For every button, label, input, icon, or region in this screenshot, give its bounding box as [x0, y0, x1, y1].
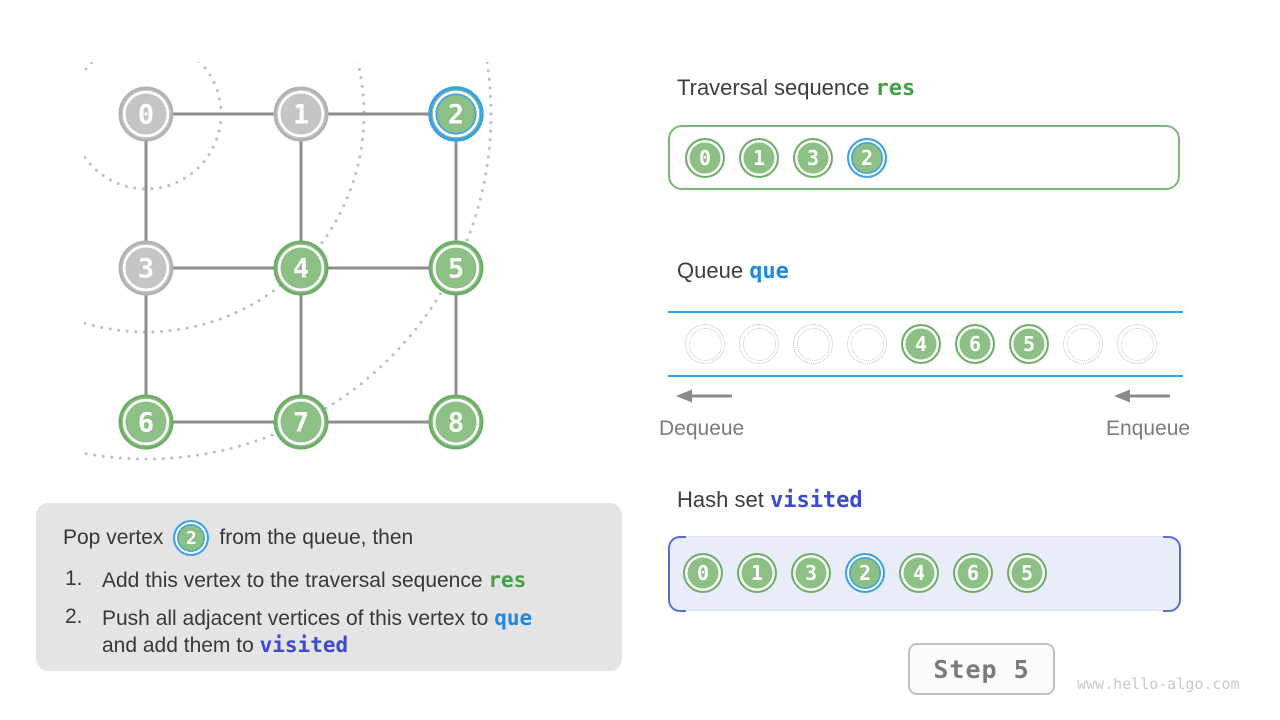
- step-number: 2.: [65, 605, 83, 628]
- step-text: Add this vertex to the traversal sequenc…: [102, 567, 526, 594]
- explanation-step-1: 1. Add this vertex to the traversal seque…: [65, 567, 606, 594]
- res-item-1: 1: [739, 137, 779, 178]
- svg-text:3: 3: [138, 254, 154, 285]
- code-ref-res: res: [488, 568, 527, 592]
- dequeue-label: Dequeue: [659, 417, 745, 440]
- circle-label: 6: [966, 560, 980, 585]
- queue-item-5: 5: [1009, 324, 1049, 364]
- circle-label: 1: [752, 145, 766, 170]
- graph-vertex-0: 0: [118, 86, 174, 142]
- visited-section-header: Hash set visited: [677, 487, 863, 513]
- circle-label: 4: [912, 560, 926, 585]
- pop-suffix-text: from the queue, then: [219, 526, 414, 549]
- traversal-sequence-box: 0 1 3 2: [668, 125, 1180, 190]
- visited-hash-set-box: 0 1 3 2 4 6 5: [667, 535, 1181, 612]
- pop-prefix-text: Pop vertex: [63, 526, 164, 549]
- svg-text:6: 6: [138, 408, 154, 439]
- queue-item-6: 6: [955, 324, 995, 364]
- queue-title: Queue: [677, 258, 744, 283]
- queue-empty-slot-3: [847, 324, 887, 364]
- svg-text:0: 0: [138, 100, 154, 131]
- step-number: 1.: [65, 567, 83, 590]
- visited-item-0: 0: [683, 552, 723, 593]
- visited-item-3: 3: [791, 552, 831, 593]
- circle-label: 0: [696, 560, 710, 585]
- visited-title: Hash set: [677, 487, 764, 512]
- circle-label: 2: [860, 145, 874, 170]
- visited-item-6: 6: [953, 552, 993, 593]
- circle-label: 2: [858, 560, 872, 585]
- circle-label: 4: [914, 332, 928, 356]
- traversal-section-header: Traversal sequence res: [677, 75, 915, 101]
- code-ref-visited: visited: [259, 633, 349, 657]
- graph-vertex-5: 5: [428, 240, 484, 296]
- svg-text:2: 2: [448, 100, 464, 131]
- graph-vertex-7: 7: [273, 394, 329, 450]
- queue-lane: 4 6 5: [668, 311, 1183, 377]
- step-text-fragment: and add them to: [102, 634, 260, 657]
- circle-label: 3: [804, 560, 818, 585]
- graph-vertex-1: 1: [273, 86, 329, 142]
- visited-item-4: 4: [899, 552, 939, 593]
- svg-text:8: 8: [448, 408, 464, 439]
- popped-vertex-badge: 2: [173, 520, 210, 556]
- svg-text:5: 5: [448, 254, 464, 285]
- graph-vertex-3: 3: [118, 240, 174, 296]
- svg-text:4: 4: [293, 254, 309, 285]
- circle-label: 3: [806, 145, 820, 170]
- circle-label: 1: [750, 560, 764, 585]
- circle-label: 6: [968, 332, 982, 356]
- queue-var-name: que: [749, 259, 789, 284]
- graph-canvas: 0 1 2 3 4 5 6 7 8: [84, 62, 493, 461]
- popped-vertex-label: 2: [185, 527, 197, 549]
- res-item-0: 0: [685, 137, 725, 178]
- graph-vertex-8: 8: [428, 394, 484, 450]
- explanation-step-2: 2. Push all adjacent vertices of this ver…: [65, 605, 606, 659]
- queue-empty-slot-1: [739, 324, 779, 364]
- queue-empty-slot-0: [685, 324, 725, 364]
- queue-empty-slot-7: [1063, 324, 1103, 364]
- step-indicator-button[interactable]: Step 5: [908, 643, 1055, 695]
- enqueue-arrow-icon: [1114, 389, 1170, 403]
- enqueue-label: Enqueue: [1106, 417, 1191, 440]
- graph-vertex-6: 6: [118, 394, 174, 450]
- queue-item-4: 4: [901, 324, 941, 364]
- dequeue-arrow-icon: [676, 389, 732, 403]
- graph-vertex-2: 2: [428, 86, 484, 142]
- circle-label: 5: [1022, 332, 1036, 356]
- circle-label: 5: [1020, 560, 1034, 585]
- traversal-var-name: res: [875, 76, 916, 101]
- visited-item-1: 1: [737, 552, 777, 593]
- svg-text:1: 1: [293, 100, 309, 131]
- queue-empty-slot-8: [1117, 324, 1157, 364]
- res-item-3: 3: [793, 137, 833, 178]
- step-text: Push all adjacent vertices of this verte…: [102, 605, 532, 659]
- explanation-pop-line: Pop vertex 2 from the queue, then: [63, 518, 413, 558]
- visited-var-name: visited: [769, 488, 863, 513]
- watermark-text: www.hello-algo.com: [1077, 675, 1240, 693]
- explanation-box: Pop vertex 2 from the queue, then 1. Add …: [36, 503, 622, 671]
- graph-vertex-4: 4: [273, 240, 329, 296]
- visited-item-2: 2: [845, 552, 885, 593]
- step-text-fragment: Push all adjacent vertices of this verte…: [102, 607, 495, 630]
- queue-empty-slot-2: [793, 324, 833, 364]
- traversal-title: Traversal sequence: [677, 75, 870, 100]
- code-ref-que: que: [494, 606, 533, 630]
- explanation-steps-list: 1. Add this vertex to the traversal seque…: [65, 567, 606, 670]
- bfs-level-arc-3: [84, 62, 493, 461]
- circle-label: 0: [698, 145, 712, 170]
- queue-section-header: Queue que: [677, 258, 789, 284]
- res-item-2: 2: [847, 137, 887, 178]
- visited-item-5: 5: [1007, 552, 1047, 593]
- step-text-fragment: Add this vertex to the traversal sequenc…: [102, 569, 489, 592]
- svg-text:7: 7: [293, 408, 309, 439]
